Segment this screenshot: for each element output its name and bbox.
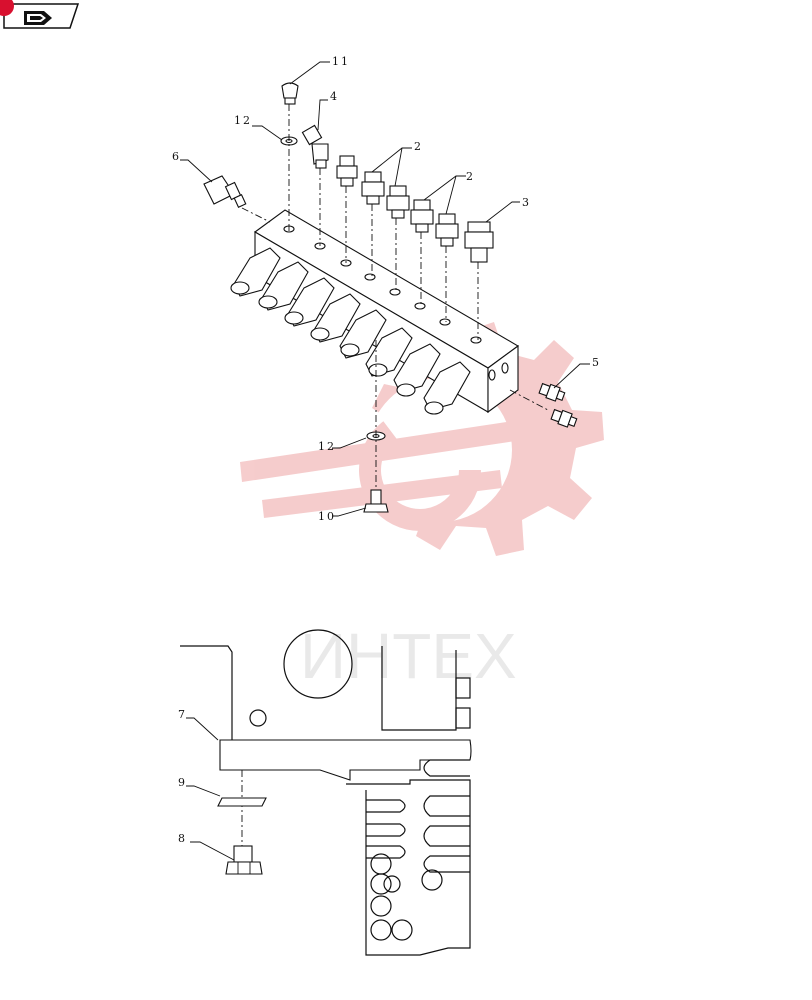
large-fitting-3 xyxy=(464,221,494,263)
elbow-fitting-4 xyxy=(301,124,329,169)
callout-4: 4 xyxy=(330,90,339,103)
bolt-8 xyxy=(225,845,263,875)
callout-8: 8 xyxy=(178,832,187,845)
callout-9: 9 xyxy=(178,776,187,789)
nozzle xyxy=(310,293,361,343)
nozzle xyxy=(284,277,335,327)
bolt-10 xyxy=(363,489,389,513)
watermark-text: ИНТЕХ xyxy=(300,620,517,692)
assembly-centerlines xyxy=(241,104,549,846)
side-fitting-6 xyxy=(203,175,247,208)
nozzle xyxy=(258,261,309,311)
callout-11: 11 xyxy=(332,55,350,68)
frame-holes xyxy=(370,853,443,941)
straight-fitting xyxy=(361,171,385,205)
washer-9 xyxy=(217,797,267,807)
nozzle xyxy=(365,327,413,377)
leader-lines xyxy=(180,61,590,861)
outlet-nozzles xyxy=(230,247,471,415)
watermark-logo: ИНТЕХ xyxy=(240,322,604,692)
brand-badge-icon xyxy=(0,0,14,16)
nozzle xyxy=(393,343,441,397)
book-arrow-icon xyxy=(24,11,52,25)
frame-assembly xyxy=(180,629,472,956)
straight-fitting xyxy=(435,213,459,247)
nav-back-button[interactable] xyxy=(0,0,80,29)
watermark-arc xyxy=(359,421,481,531)
top-fittings xyxy=(203,82,494,263)
nozzle xyxy=(230,247,281,297)
callout-12-lower: 12 xyxy=(318,440,336,453)
callout-5: 5 xyxy=(592,356,601,369)
callout-2-right: 2 xyxy=(466,170,475,183)
callout-10: 10 xyxy=(318,510,336,523)
callout-6: 6 xyxy=(172,150,181,163)
callout-7: 7 xyxy=(178,708,187,721)
callouts: 11 4 12 6 2 2 3 5 12 10 7 9 8 xyxy=(172,55,601,845)
frame-slots xyxy=(366,759,470,873)
callout-3: 3 xyxy=(522,196,531,209)
nozzle xyxy=(423,361,471,415)
plug-11 xyxy=(281,82,299,105)
straight-fitting xyxy=(336,155,358,187)
callout-12-upper: 12 xyxy=(234,114,252,127)
callout-2-left: 2 xyxy=(414,140,423,153)
nozzle xyxy=(339,309,387,359)
straight-fitting xyxy=(386,185,410,219)
straight-fitting xyxy=(410,199,434,233)
side-fittings-5 xyxy=(538,382,578,428)
